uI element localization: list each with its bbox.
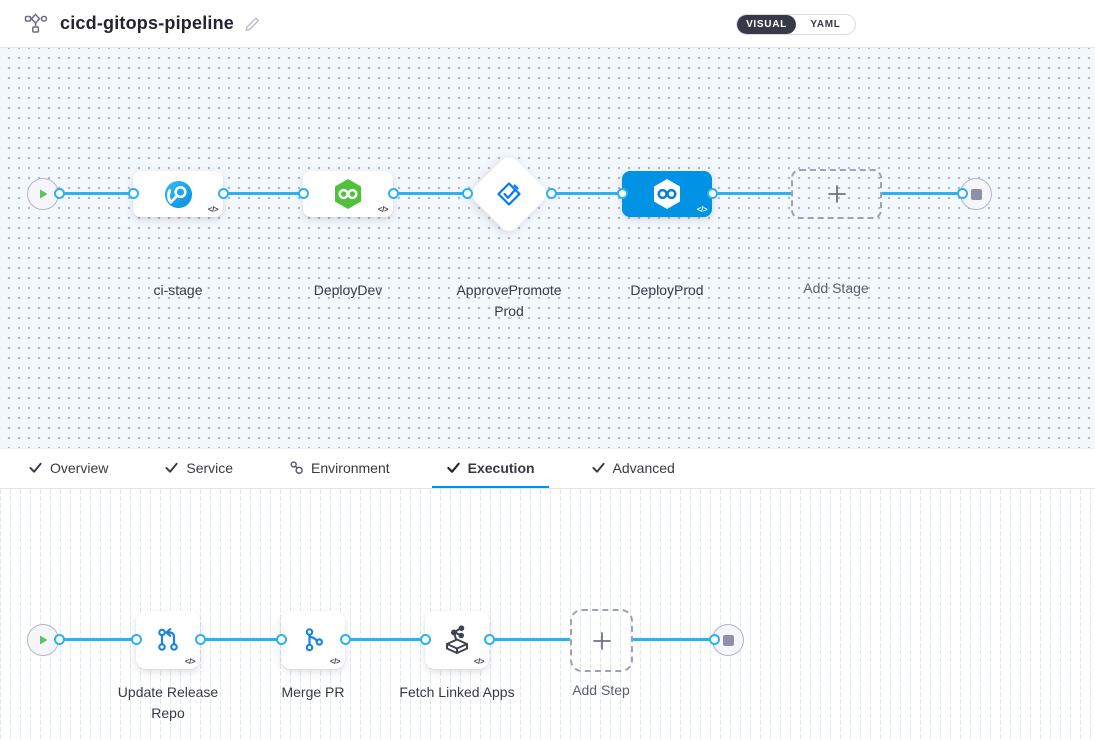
stage-node-approvepromoteprod[interactable] [467, 152, 551, 236]
connector-port[interactable] [483, 634, 495, 645]
execution-start-node [27, 624, 59, 656]
connector-port[interactable] [956, 188, 968, 199]
add-stage-label: Add Stage [803, 280, 869, 296]
add-step-button[interactable] [570, 609, 633, 672]
step-label: Fetch Linked Apps [399, 684, 515, 700]
stop-icon [722, 634, 734, 646]
toggle-visual-button[interactable]: VISUAL [737, 15, 796, 34]
step-node-fetch-linked-apps[interactable]: </> [425, 611, 489, 669]
code-badge-icon: </> [329, 657, 341, 666]
connector-port[interactable] [130, 634, 142, 645]
tab-label: Overview [50, 459, 109, 476]
step-label: Update Release Repo [117, 684, 219, 721]
step-node-merge-pr[interactable]: </> [281, 611, 345, 669]
toggle-yaml-button[interactable]: YAML [810, 19, 841, 30]
stage-label: DeployProd [630, 282, 704, 298]
connector-port[interactable] [545, 188, 557, 199]
connector-port[interactable] [53, 634, 65, 645]
check-icon [29, 462, 42, 473]
environment-icon [290, 461, 303, 475]
connector-port[interactable] [297, 188, 309, 199]
code-badge-icon: </> [207, 205, 219, 214]
connector-port[interactable] [194, 634, 206, 645]
connector-line [393, 192, 467, 195]
step-node-update-release-repo[interactable]: </> [136, 611, 200, 669]
tab-overview[interactable]: Overview [14, 449, 122, 488]
check-icon [446, 462, 460, 473]
approval-check-icon [494, 179, 524, 209]
play-icon [40, 635, 48, 645]
connector-port[interactable] [53, 188, 65, 199]
stage-label: ApprovePromoteProd [456, 282, 562, 319]
connector-port[interactable] [616, 188, 628, 199]
plus-icon [827, 185, 846, 203]
connector-line [223, 192, 303, 195]
cd-deploy-icon [650, 177, 684, 211]
connector-line [551, 192, 622, 195]
connector-port[interactable] [387, 188, 399, 199]
stage-label: DeployDev [313, 282, 383, 298]
stage-node-deployprod[interactable]: </> [622, 171, 712, 217]
tab-advanced[interactable]: Advanced [577, 449, 689, 488]
check-icon [165, 462, 178, 473]
connector-line [59, 192, 133, 195]
stage-node-deploydev[interactable]: </> [303, 171, 393, 217]
check-icon [591, 462, 605, 473]
connector-line [200, 638, 281, 641]
visual-yaml-toggle: VISUAL YAML [736, 14, 856, 35]
connector-line [345, 638, 425, 641]
code-badge-icon: </> [696, 205, 708, 214]
connector-line [882, 192, 962, 195]
tab-label: Execution [467, 459, 535, 476]
merge-pr-icon [298, 625, 328, 655]
connector-line [489, 638, 570, 641]
stage-config-tabs: Overview Service Environment Execution A… [0, 448, 1095, 489]
add-stage-button[interactable] [791, 169, 882, 219]
plus-icon [592, 631, 611, 650]
pipeline-header: cicd-gitops-pipeline VISUAL YAML [0, 0, 1095, 48]
connector-line [59, 638, 136, 641]
connector-port[interactable] [127, 188, 139, 199]
edit-pencil-icon[interactable] [244, 15, 261, 32]
connector-port[interactable] [275, 634, 287, 645]
pipeline-flowchart-icon [24, 12, 48, 35]
add-step-label: Add Step [572, 682, 630, 698]
execution-end-node [712, 624, 744, 656]
play-icon [40, 189, 48, 199]
stage-canvas[interactable]: </> ci-stage </> DeployDev ApprovePromot… [0, 48, 1095, 448]
connector-line [712, 192, 791, 195]
connector-port[interactable] [419, 634, 431, 645]
execution-canvas[interactable]: </> Update Release Repo </> Merge PR [0, 489, 1095, 741]
tab-label: Service [186, 459, 234, 476]
connector-port[interactable] [339, 634, 351, 645]
tab-execution[interactable]: Execution [431, 449, 549, 488]
fetch-linked-apps-icon [441, 624, 473, 656]
stage-node-ci-stage[interactable]: </> [133, 171, 223, 217]
code-badge-icon: </> [184, 657, 196, 666]
step-label: Merge PR [281, 684, 345, 700]
connector-port[interactable] [217, 188, 229, 199]
tab-environment[interactable]: Environment [275, 449, 404, 488]
connector-port[interactable] [461, 188, 473, 199]
code-badge-icon: </> [473, 657, 485, 666]
tab-label: Environment [311, 459, 390, 476]
cd-deploy-icon [331, 177, 365, 211]
tab-label: Advanced [612, 459, 675, 476]
stage-label: ci-stage [153, 282, 203, 298]
tab-service[interactable]: Service [150, 449, 247, 488]
update-release-repo-icon [153, 625, 183, 655]
connector-port[interactable] [706, 188, 718, 199]
code-badge-icon: </> [377, 205, 389, 214]
stop-icon [970, 188, 982, 200]
ci-build-icon [163, 179, 194, 210]
connector-port[interactable] [708, 634, 720, 645]
page-title: cicd-gitops-pipeline [60, 13, 235, 33]
connector-line [633, 638, 714, 641]
